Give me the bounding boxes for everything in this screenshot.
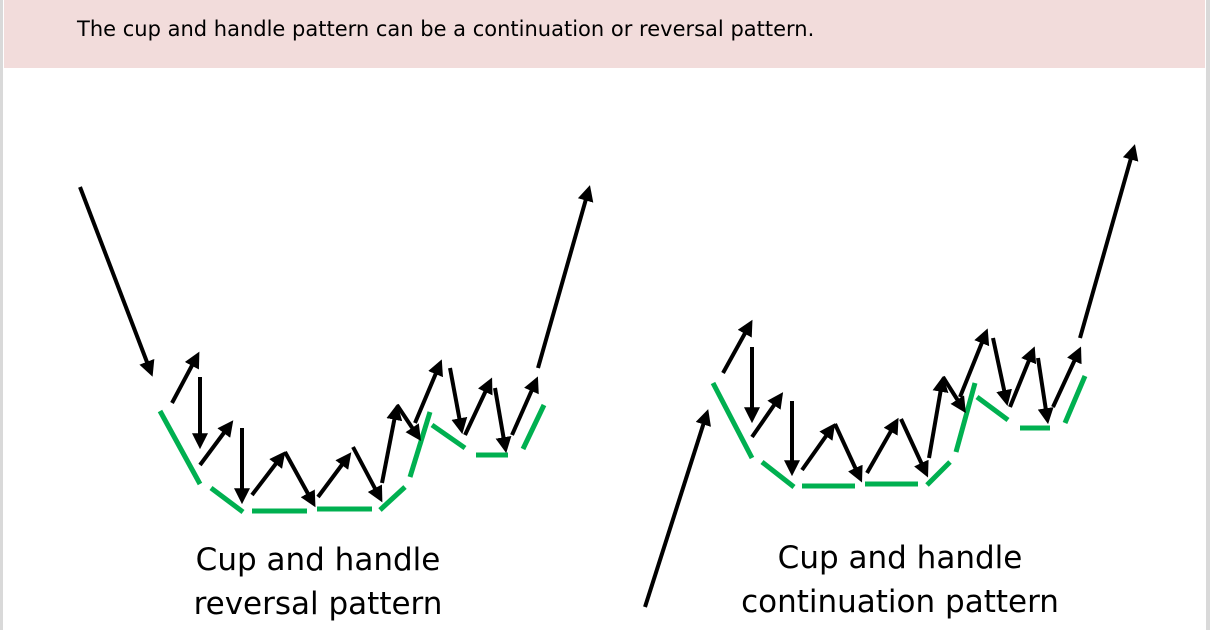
banner-text: The cup and handle pattern can be a cont… bbox=[77, 17, 815, 41]
price-move-arrow bbox=[78, 186, 155, 377]
cup-outline-segment bbox=[430, 422, 467, 451]
price-move-arrow bbox=[958, 328, 990, 398]
cup-outline-segment bbox=[925, 460, 952, 487]
cup-outline-segment bbox=[1062, 375, 1088, 424]
price-move-arrow bbox=[1008, 346, 1037, 408]
continuation-pattern-label: Cup and handle continuation pattern bbox=[735, 536, 1065, 624]
cup-outline-segment bbox=[975, 394, 1010, 423]
cup-outline-segment bbox=[953, 382, 978, 453]
price-move-arrow bbox=[250, 451, 286, 497]
price-move-arrow bbox=[833, 423, 863, 483]
price-move-arrow bbox=[899, 418, 929, 478]
price-move-arrow bbox=[380, 403, 403, 484]
cup-outline-segment bbox=[710, 381, 755, 460]
cup-outline-segment bbox=[378, 485, 407, 512]
price-move-arrow bbox=[536, 185, 594, 369]
price-move-arrow bbox=[991, 337, 1012, 407]
price-move-arrow bbox=[927, 375, 949, 459]
price-move-arrow bbox=[351, 446, 383, 503]
reversal-pattern-diagram bbox=[78, 185, 594, 514]
price-move-arrow bbox=[800, 423, 836, 472]
continuation-pattern-diagram bbox=[643, 144, 1139, 608]
price-move-arrow bbox=[941, 375, 966, 414]
price-move-arrow bbox=[413, 359, 443, 424]
continuation-label-line1: Cup and handle bbox=[777, 540, 1023, 576]
price-move-arrow bbox=[510, 376, 539, 436]
right-border bbox=[1206, 0, 1210, 630]
price-move-arrow bbox=[198, 420, 234, 467]
price-move-arrow bbox=[493, 387, 512, 454]
price-move-arrow bbox=[865, 417, 899, 474]
price-move-arrow bbox=[750, 392, 784, 439]
left-border bbox=[0, 0, 3, 630]
price-move-arrow bbox=[1078, 144, 1139, 339]
price-move-arrow bbox=[463, 377, 493, 436]
price-move-arrow bbox=[170, 351, 200, 404]
price-move-arrow bbox=[395, 403, 421, 441]
reversal-pattern-label: Cup and handle reversal pattern bbox=[168, 538, 468, 626]
reversal-label-line2: reversal pattern bbox=[193, 586, 443, 622]
continuation-label-line2: continuation pattern bbox=[741, 584, 1059, 620]
cup-outline-segment bbox=[520, 403, 547, 451]
price-move-arrow bbox=[316, 452, 352, 499]
cup-outline-segment bbox=[157, 409, 203, 486]
price-move-arrow bbox=[448, 367, 468, 435]
price-move-arrow bbox=[643, 409, 711, 608]
price-move-arrow bbox=[1051, 346, 1082, 408]
price-move-arrow bbox=[283, 451, 316, 508]
cup-outline-segment bbox=[209, 486, 245, 514]
price-move-arrow bbox=[721, 319, 753, 374]
cup-outline-segment bbox=[760, 460, 796, 489]
cup-outline-segment bbox=[407, 411, 433, 478]
reversal-label-line1: Cup and handle bbox=[195, 542, 441, 578]
price-move-arrow bbox=[1036, 357, 1054, 425]
banner: The cup and handle pattern can be a cont… bbox=[4, 0, 1205, 68]
